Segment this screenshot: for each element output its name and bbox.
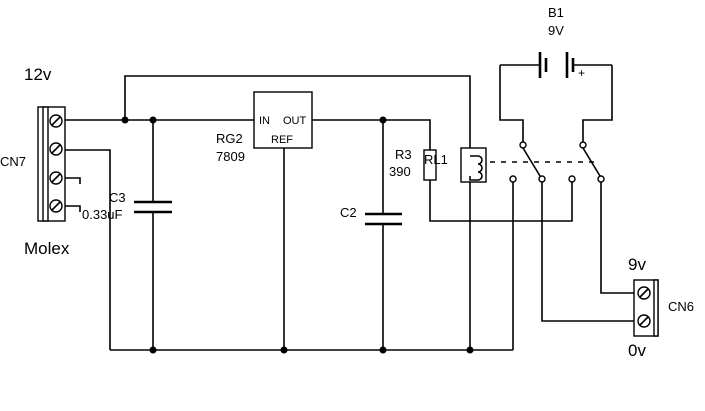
cn6-ref-label: CN6 xyxy=(668,299,694,314)
contact-terminal xyxy=(509,175,517,183)
cn6-connector xyxy=(633,279,659,337)
r3-ref-label: R3 xyxy=(395,147,412,162)
contact-terminal xyxy=(597,175,605,183)
battery-plus-label: + xyxy=(578,66,585,80)
junction-dot xyxy=(466,346,474,354)
regulator-rg2 xyxy=(253,91,313,149)
contact-terminal xyxy=(519,141,527,149)
resistor-r3 xyxy=(423,149,437,181)
regulator-value-label: 7809 xyxy=(216,149,245,164)
contact-terminal xyxy=(579,141,587,149)
c3-value-label: 0.33uF xyxy=(82,207,123,222)
capacitor-c2 xyxy=(365,212,402,226)
screw-terminal xyxy=(49,114,63,128)
cn7-connector xyxy=(37,106,81,222)
cn7-type-label: Molex xyxy=(24,239,70,258)
cn6-bottom-voltage-label: 0v xyxy=(628,341,646,360)
cn6-top-voltage-label: 9v xyxy=(628,255,646,274)
battery-ref-label: B1 xyxy=(548,5,564,20)
battery-value-label: 9V xyxy=(548,23,564,38)
battery-b1 xyxy=(538,52,575,78)
screw-terminal xyxy=(637,286,651,300)
rl1-ref-label: RL1 xyxy=(424,152,448,167)
relay-coil-rl1 xyxy=(460,147,487,183)
regulator-ref-label: RG2 xyxy=(216,131,243,146)
junction-dot xyxy=(149,116,157,124)
regulator-out-pin: OUT xyxy=(283,115,307,127)
contact-terminal xyxy=(568,175,576,183)
screw-terminal xyxy=(637,314,651,328)
junction-dot xyxy=(149,346,157,354)
c3-ref-label: C3 xyxy=(109,190,126,205)
capacitor-c3 xyxy=(134,200,172,214)
junctions xyxy=(121,116,474,354)
junction-dot xyxy=(121,116,129,124)
regulator-in-pin: IN xyxy=(259,115,270,127)
screw-terminal xyxy=(49,171,63,185)
wires xyxy=(65,64,634,351)
regulator-ref-pin: REF xyxy=(271,134,293,146)
screw-terminal xyxy=(49,142,63,156)
junction-dot xyxy=(379,116,387,124)
contact-terminal xyxy=(538,175,546,183)
relay-contacts xyxy=(490,141,605,183)
junction-dot xyxy=(379,346,387,354)
screw-terminal xyxy=(49,199,63,213)
junction-dot xyxy=(280,346,288,354)
r3-value-label: 390 xyxy=(389,164,411,179)
c2-ref-label: C2 xyxy=(340,205,357,220)
cn7-voltage-label: 12v xyxy=(24,65,52,84)
cn7-ref-label: CN7 xyxy=(0,154,26,169)
